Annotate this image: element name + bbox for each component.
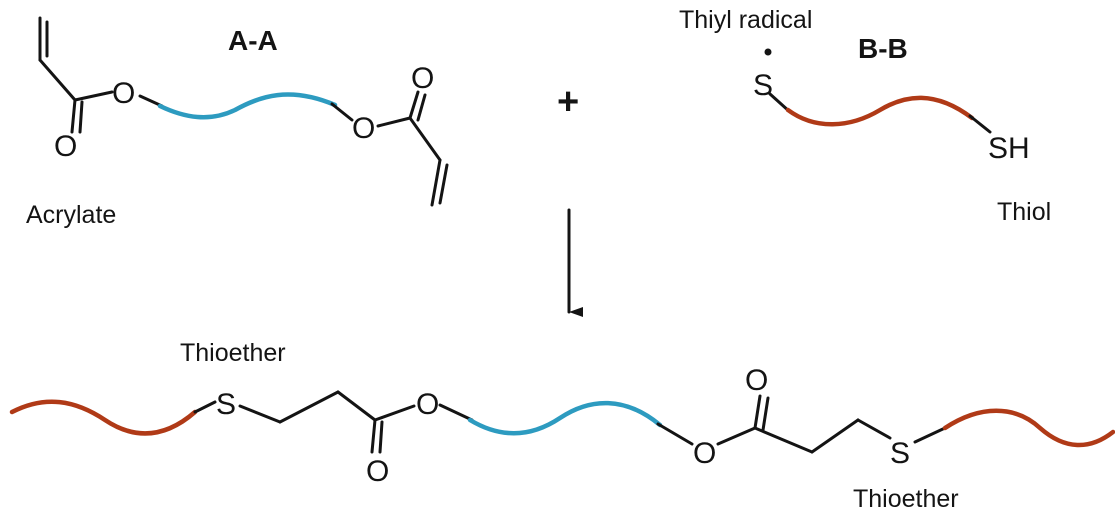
ch2-s-bond-right (856, 418, 892, 440)
product-carbonyl-double-bond-left (378, 420, 384, 454)
product-atom-o-carbonyl-left: O (366, 455, 389, 488)
ch2-ch2-bond-left (278, 390, 340, 424)
acrylate-label: Acrylate (26, 201, 116, 229)
dithiol-molecule: S SH (753, 48, 1030, 165)
spacer-chain-a (157, 92, 338, 120)
product-o-chain-bond-left (438, 403, 474, 422)
alpha-bond-left (38, 58, 77, 102)
diacrylate-molecule: O O O O (38, 16, 449, 207)
s-chain-bond-right (913, 426, 947, 444)
plus-sign: + (557, 81, 579, 123)
atom-s-radical: S (753, 69, 773, 102)
s-ch2-bond-left (238, 404, 282, 424)
product-atom-s-right: S (890, 437, 910, 470)
ch2-co-bond-left (336, 390, 377, 422)
product-atom-o-ester-left: O (416, 388, 439, 421)
chain-s-bond-left (193, 400, 217, 414)
reactant-a-title: A-A (228, 25, 278, 56)
thiyl-radical-label: Thiyl radical (679, 6, 812, 34)
product-atom-s-left: S (216, 388, 236, 421)
chain-o-bond-right (330, 102, 354, 122)
radical-dot (764, 48, 772, 56)
chain-sh-bond (968, 114, 992, 134)
product-carbonyl-bond-left (370, 418, 377, 454)
thioether-label-right: Thioether (853, 485, 959, 513)
atom-sh: SH (988, 132, 1030, 165)
product-ester-bond-left (373, 404, 416, 422)
carbonyl-bond-left (70, 98, 77, 134)
product-carbonyl-double-bond-right (761, 396, 770, 432)
ch2-ch2-bond-right (810, 418, 860, 454)
carbonyl-double-bond-left (78, 100, 84, 134)
vinyl-double-bond-right (438, 163, 449, 205)
atom-o-carbonyl-right: O (411, 62, 434, 95)
carbonyl-bond-right (408, 90, 420, 120)
product-spacer-chain-a (467, 400, 663, 436)
product-chain-o-bond-right (656, 422, 694, 446)
o-chain-bond-left (138, 94, 164, 108)
spacer-chain-b (785, 95, 975, 127)
thiol-label: Thiol (997, 198, 1051, 226)
product-ester-bond-right (716, 426, 757, 446)
product-chain-red-left (9, 399, 198, 436)
vinyl-bond-right (430, 158, 442, 207)
alpha-bond-right (408, 116, 442, 162)
carbonyl-double-bond-right (416, 93, 427, 122)
ester-bond-left (73, 90, 114, 102)
product-chain-red-right (942, 408, 1115, 448)
thioether-label-left: Thioether (180, 339, 286, 367)
product-atom-o-carbonyl-right: O (745, 364, 768, 397)
product-carbonyl-bond-right (753, 394, 762, 430)
product-atom-o-ester-right: O (693, 437, 716, 470)
product-molecule: S O O O O S (9, 364, 1115, 488)
reactant-b-title: B-B (858, 33, 908, 64)
co-ch2-bond-right (753, 426, 814, 454)
ester-bond-right (376, 116, 412, 128)
atom-o-ester-right: O (352, 112, 375, 145)
atom-o-carbonyl-left: O (54, 130, 77, 163)
atom-o-ester-left: O (112, 77, 135, 110)
